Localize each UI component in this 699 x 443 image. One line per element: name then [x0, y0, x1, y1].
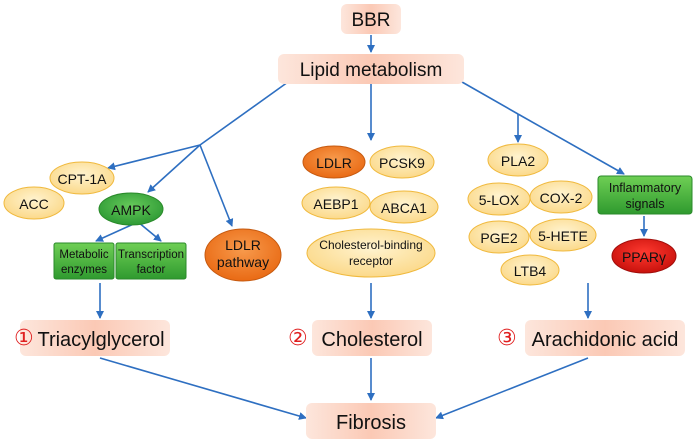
transcription-factor-label-line1: Transcription: [118, 249, 184, 261]
5-hete-node: 5-HETE: [529, 218, 597, 252]
inflammatory-signals-label-line1: Inflammatory: [609, 181, 682, 195]
transcription-factor-node: Transcription factor: [115, 242, 187, 280]
ldlr-label: LDLR: [316, 155, 352, 171]
5-lox-label: 5-LOX: [479, 192, 520, 208]
aebp1-node: AEBP1: [301, 186, 371, 220]
pla2-label: PLA2: [501, 153, 535, 169]
receptor-label-line2: receptor: [349, 254, 393, 268]
ampk-node: AMPK: [98, 192, 164, 226]
arrow-triacyl-fibrosis: [99, 357, 307, 420]
metabolic-enzymes-label-line1: Metabolic: [59, 249, 108, 261]
abca1-node: ABCA1: [369, 190, 439, 224]
cholesterol-binding-receptor-node: Cholesterol-binding receptor: [306, 228, 436, 278]
fibrosis-box: Fibrosis: [306, 403, 436, 439]
connectors: [95, 35, 648, 420]
arachidonic-acid-box: ③ Arachidonic acid: [497, 320, 685, 356]
metabolic-enzymes-node: Metabolic enzymes: [53, 242, 115, 280]
cox-2-label: COX-2: [540, 190, 583, 206]
cox-2-node: COX-2: [529, 180, 593, 214]
arrow-branch-inflammatory: [517, 113, 625, 175]
pcsk9-node: PCSK9: [369, 145, 435, 179]
pcsk9-label: PCSK9: [379, 155, 425, 171]
ltb4-node: LTB4: [500, 254, 560, 286]
acc-node: ACC: [3, 186, 65, 220]
cholesterol-label: Cholesterol: [321, 329, 422, 351]
bbr-label: BBR: [351, 10, 390, 31]
number-2: ②: [288, 326, 308, 351]
aebp1-label: AEBP1: [313, 196, 358, 212]
5-lox-node: 5-LOX: [467, 182, 531, 216]
pge2-node: PGE2: [468, 220, 530, 254]
arrow-branch-ldlr-pathway: [199, 144, 234, 227]
pge2-label: PGE2: [480, 230, 518, 246]
ltb4-label: LTB4: [514, 263, 547, 279]
line-lipid-branch1: [199, 81, 289, 146]
cpt1a-node: CPT-1A: [49, 161, 115, 195]
arrow-ampk-transcription: [137, 221, 162, 242]
5-hete-label: 5-HETE: [538, 228, 588, 244]
triacylglycerol-box: ① Triacylglycerol: [14, 320, 170, 356]
number-1: ①: [14, 326, 34, 351]
ppar-gamma-label: PPARγ: [622, 249, 666, 265]
abca1-label: ABCA1: [381, 200, 427, 216]
ppar-gamma-node: PPARγ: [611, 238, 677, 274]
arrow-branch-cpt1a: [107, 144, 201, 171]
cholesterol-box: ② Cholesterol: [288, 320, 432, 356]
inflammatory-signals-node: Inflammatory signals: [597, 175, 693, 215]
triacylglycerol-label: Triacylglycerol: [37, 329, 164, 351]
bbr-box: BBR: [341, 4, 401, 34]
transcription-factor-label-line2: factor: [137, 264, 166, 276]
ampk-label: AMPK: [111, 202, 151, 218]
arrow-branch-ampk: [147, 144, 201, 193]
number-3: ③: [497, 326, 517, 351]
inflammatory-signals-label-line2: signals: [626, 197, 665, 211]
arrow-arachidonic-fibrosis: [435, 357, 589, 420]
ldlr-node: LDLR: [302, 145, 366, 179]
fibrosis-label: Fibrosis: [336, 412, 406, 434]
lipid-metabolism-label: Lipid metabolism: [300, 60, 443, 81]
cpt1a-label: CPT-1A: [57, 171, 107, 187]
metabolic-enzymes-label-line2: enzymes: [61, 264, 107, 276]
ldlr-pathway-label-line2: pathway: [217, 254, 269, 270]
receptor-label-line1: Cholesterol-binding: [319, 238, 422, 252]
lipid-metabolism-box: Lipid metabolism: [278, 54, 464, 84]
arachidonic-acid-label: Arachidonic acid: [532, 329, 679, 351]
ldlr-pathway-label-line1: LDLR: [225, 237, 261, 253]
acc-label: ACC: [19, 196, 49, 212]
pla2-node: PLA2: [487, 143, 549, 177]
ldlr-pathway-node: LDLR pathway: [204, 228, 282, 282]
line-lipid-branch3: [461, 81, 519, 115]
